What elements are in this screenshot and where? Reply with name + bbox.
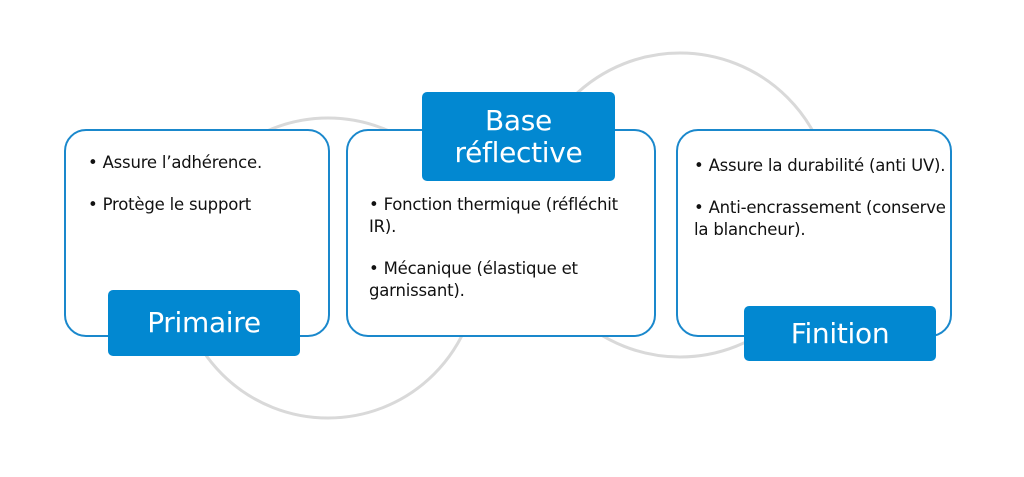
label-finition: Finition	[744, 306, 936, 361]
bullet-item: • Mécanique (élastique et garnissant).	[369, 259, 578, 300]
label-line: Base	[485, 103, 552, 137]
label-primaire: Primaire	[108, 290, 300, 356]
primaire-bullets: • Assure l’adhérence. • Protège le suppo…	[88, 152, 318, 236]
base-reflective-bullets: • Fonction thermique (réfléchit IR). • M…	[369, 194, 639, 322]
bullet-item: • Assure la durabilité (anti UV).	[694, 156, 946, 175]
bullet-item: • Assure l’adhérence.	[88, 153, 263, 172]
label-base-reflective: Base réflective	[422, 92, 615, 181]
card-finition	[676, 129, 952, 337]
bullet-item: • Anti-encrassement (conserve la blanche…	[694, 198, 946, 239]
bullet-item: • Protège le support	[88, 195, 251, 214]
finition-bullets: • Assure la durabilité (anti UV). • Anti…	[694, 155, 949, 261]
bullet-item: • Fonction thermique (réfléchit IR).	[369, 195, 618, 236]
label-line: réflective	[454, 135, 583, 169]
